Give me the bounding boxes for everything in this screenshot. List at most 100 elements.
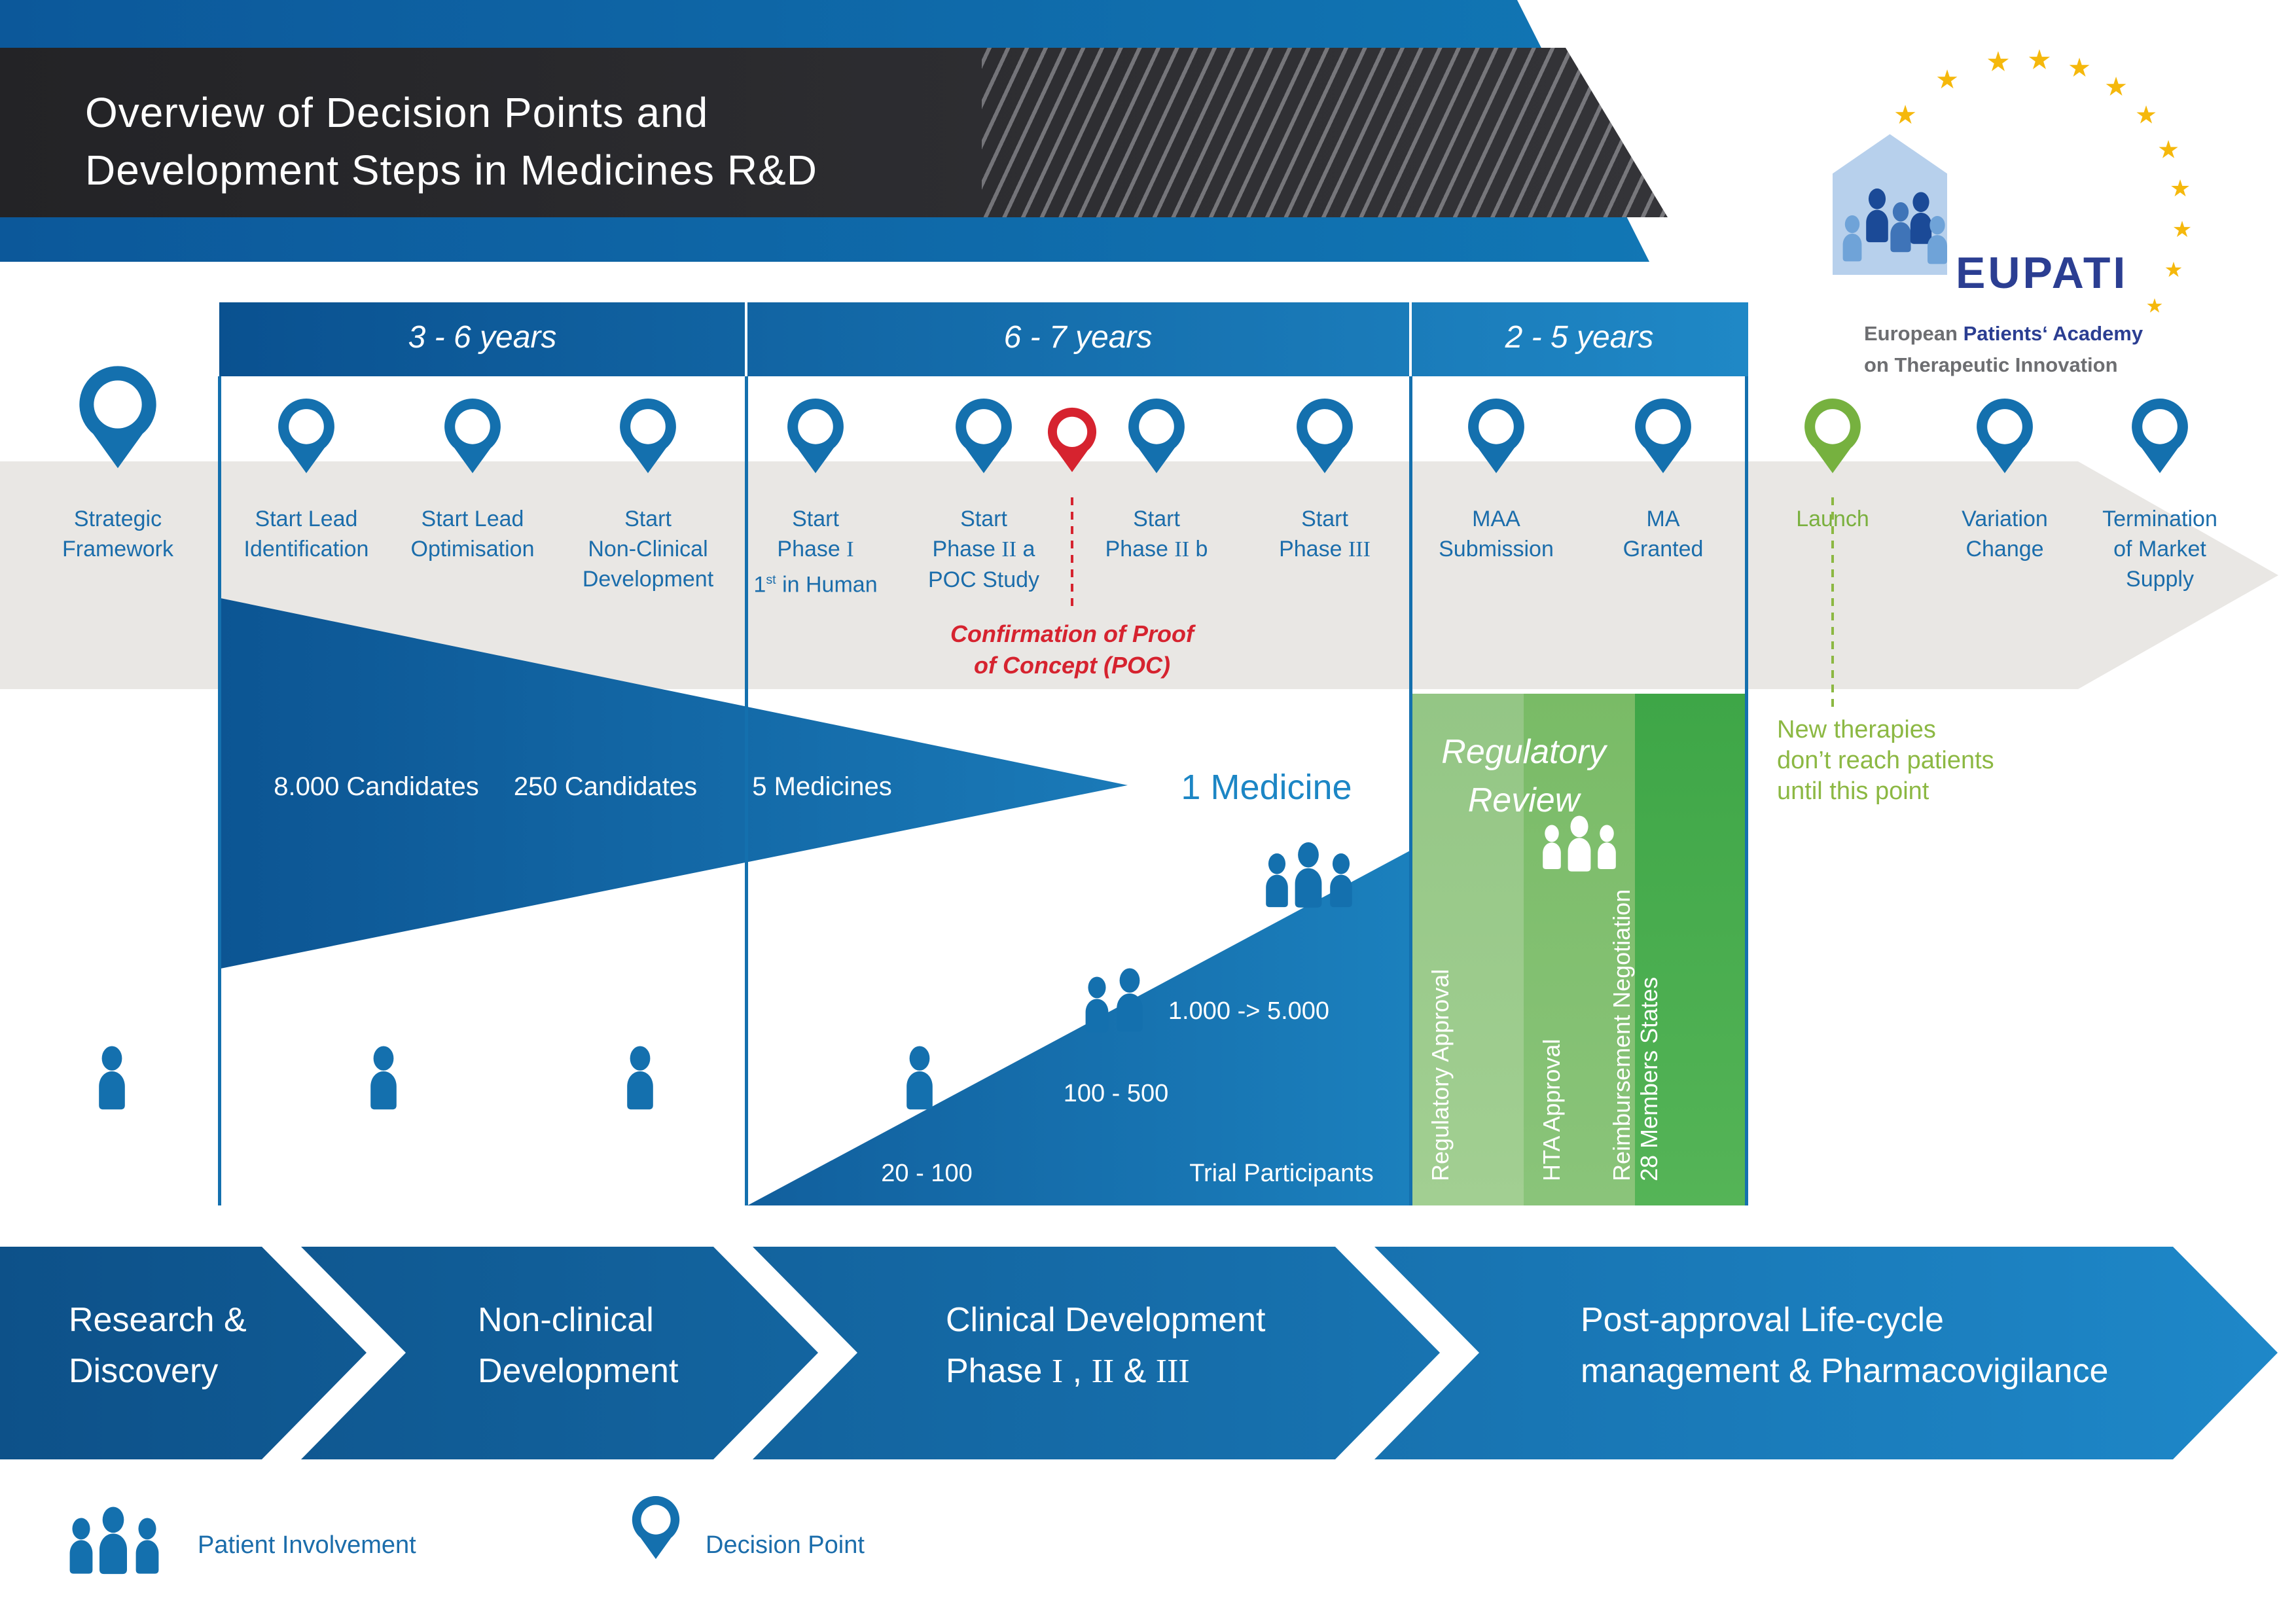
milestone-strategic-framework: Strategic Framework — [62, 504, 173, 564]
milestone-line: Non-Clinical — [588, 537, 708, 562]
chevron-text: & — [1114, 1352, 1156, 1390]
milestone-line: Granted — [1623, 537, 1704, 562]
milestone-text: 1 — [753, 572, 766, 597]
milestone-line: Start — [1133, 507, 1180, 531]
box-border — [1745, 376, 1748, 1205]
pin-phase-2a — [955, 398, 1013, 474]
logo-subtitle-blue: Patients‘ Academy — [1963, 322, 2144, 345]
logo-acronym: EUPATI — [1956, 248, 2128, 298]
chevron-text: , — [1063, 1352, 1092, 1390]
pin-ma-granted — [1634, 398, 1692, 474]
legend-decision-label: Decision Point — [706, 1531, 865, 1559]
pin-variation-change — [1976, 398, 2034, 474]
logo-subtitle-gray: European — [1864, 322, 1964, 345]
double-patient-icon — [1108, 967, 1151, 1034]
milestone-phase-1: Start Phase I 1st in Human — [753, 504, 877, 599]
milestone-ma-granted: MA Granted — [1623, 504, 1704, 564]
chevron-line: Non-clinical — [478, 1301, 654, 1339]
milestone-line: Identification — [243, 537, 369, 562]
chevron-nonclinical-label: Non-clinical Development — [478, 1294, 678, 1397]
milestone-line: Start — [792, 507, 839, 531]
milestone-phase-3: Start Phase III — [1279, 504, 1371, 565]
launch-note: New therapies don’t reach patients until… — [1777, 715, 1994, 807]
eu-star-icon: ★ — [2145, 295, 2164, 317]
page-title: Overview of Decision Points and Developm… — [85, 84, 817, 199]
single-patient-icon — [898, 1046, 941, 1111]
hta-approval-column — [1524, 694, 1635, 1205]
milestone-phase-2b: Start Phase II b — [1105, 504, 1208, 565]
chevron-line: Discovery — [69, 1352, 219, 1390]
regulatory-approval-column — [1412, 694, 1524, 1205]
funnel-stage-1: 8.000 Candidates — [274, 772, 479, 801]
regulatory-review-line-1: Regulatory — [1441, 733, 1606, 771]
period-label-3: 2 - 5 years — [1505, 320, 1654, 355]
milestone-line: Change — [1965, 537, 2044, 562]
period-label-2: 6 - 7 years — [1003, 320, 1153, 355]
chevron-postapproval — [1374, 1247, 2278, 1459]
band-divider — [1409, 302, 1412, 376]
funnel-stage-3: 5 Medicines — [752, 772, 892, 801]
milestone-line: Supply — [2126, 567, 2194, 592]
timeline-band — [219, 302, 1748, 376]
milestone-line: Development — [582, 567, 714, 592]
pin-strategic-framework — [79, 365, 157, 470]
title-line-1: Overview of Decision Points and — [85, 89, 709, 136]
chevron-research-label: Research & Discovery — [69, 1294, 247, 1397]
milestone-line: Strategic — [73, 507, 162, 531]
roman-numeral: I — [846, 537, 854, 562]
milestone-nonclinical: Start Non-Clinical Development — [583, 504, 713, 594]
poc-note: Confirmation of Proof of Concept (POC) — [950, 618, 1194, 681]
banner-stripe-decoration — [982, 48, 1668, 217]
logo-subtitle-2: on Therapeutic Innovation — [1864, 353, 2118, 376]
chevron-line: Clinical Development — [946, 1301, 1266, 1339]
participants-value-1: 20 - 100 — [881, 1160, 973, 1187]
chevron-clinical-label: Clinical Development Phase I , II & III — [946, 1294, 1265, 1397]
pin-lead-optimisation — [444, 398, 501, 474]
chevron-line: Research & — [69, 1301, 247, 1339]
roman-numeral: III — [1348, 537, 1371, 562]
milestone-text: Phase — [1105, 537, 1175, 562]
milestone-line: Phase III — [1279, 534, 1371, 565]
logo-subtitle-1: European Patients‘ Academy — [1864, 322, 2143, 346]
milestone-text: b — [1189, 537, 1208, 562]
milestone-line: Start — [1301, 507, 1348, 531]
eu-star-icon: ★ — [1986, 46, 2011, 77]
milestone-line: Termination — [2102, 507, 2217, 531]
eu-star-icon: ★ — [2157, 136, 2180, 164]
milestone-text: Phase — [777, 537, 847, 562]
title-line-2: Development Steps in Medicines R&D — [85, 147, 817, 194]
reimbursement-label-line-1: Reimbursement Negotiation — [1608, 889, 1635, 1181]
milestone-line: Submission — [1439, 537, 1554, 562]
chevron-line: Phase I , II & III — [946, 1346, 1265, 1397]
milestone-text: a — [1016, 537, 1035, 562]
chevron-line: management & Pharmacovigilance — [1581, 1352, 2109, 1390]
reimbursement-label: Reimbursement Negotiation 28 Members Sta… — [1608, 889, 1663, 1181]
legend-decision-pin-icon — [632, 1495, 680, 1560]
milestone-line: Start — [624, 507, 672, 531]
box-border — [218, 376, 221, 1205]
pin-launch — [1804, 398, 1861, 474]
participants-value-2: 100 - 500 — [1063, 1080, 1169, 1107]
pin-termination — [2131, 398, 2189, 474]
milestone-termination: Termination of Market Supply — [2102, 504, 2217, 594]
milestone-line: of Market — [2113, 537, 2206, 562]
milestone-line: Phase I — [753, 534, 877, 565]
milestone-line: Start Lead — [255, 507, 358, 531]
pin-nonclinical-development — [619, 398, 677, 474]
eu-star-icon: ★ — [2134, 101, 2158, 130]
poc-dashed-line — [1071, 497, 1073, 612]
roman-numeral: I — [1051, 1353, 1064, 1390]
ordinal-suffix: st — [766, 573, 776, 587]
pin-lead-identification — [278, 398, 335, 474]
poc-note-line: of Concept (POC) — [974, 652, 1170, 679]
patient-involvement-icon — [1592, 823, 1622, 872]
eu-star-icon: ★ — [2169, 175, 2191, 202]
participants-label: Trial Participants — [1189, 1160, 1374, 1187]
chevron-text: Phase — [946, 1352, 1052, 1390]
milestone-text: Phase — [932, 537, 1002, 562]
funnel-result: 1 Medicine — [1181, 768, 1352, 807]
box-border — [745, 376, 748, 1205]
milestone-line: POC Study — [927, 567, 1040, 592]
milestone-line: Start Lead — [421, 507, 524, 531]
